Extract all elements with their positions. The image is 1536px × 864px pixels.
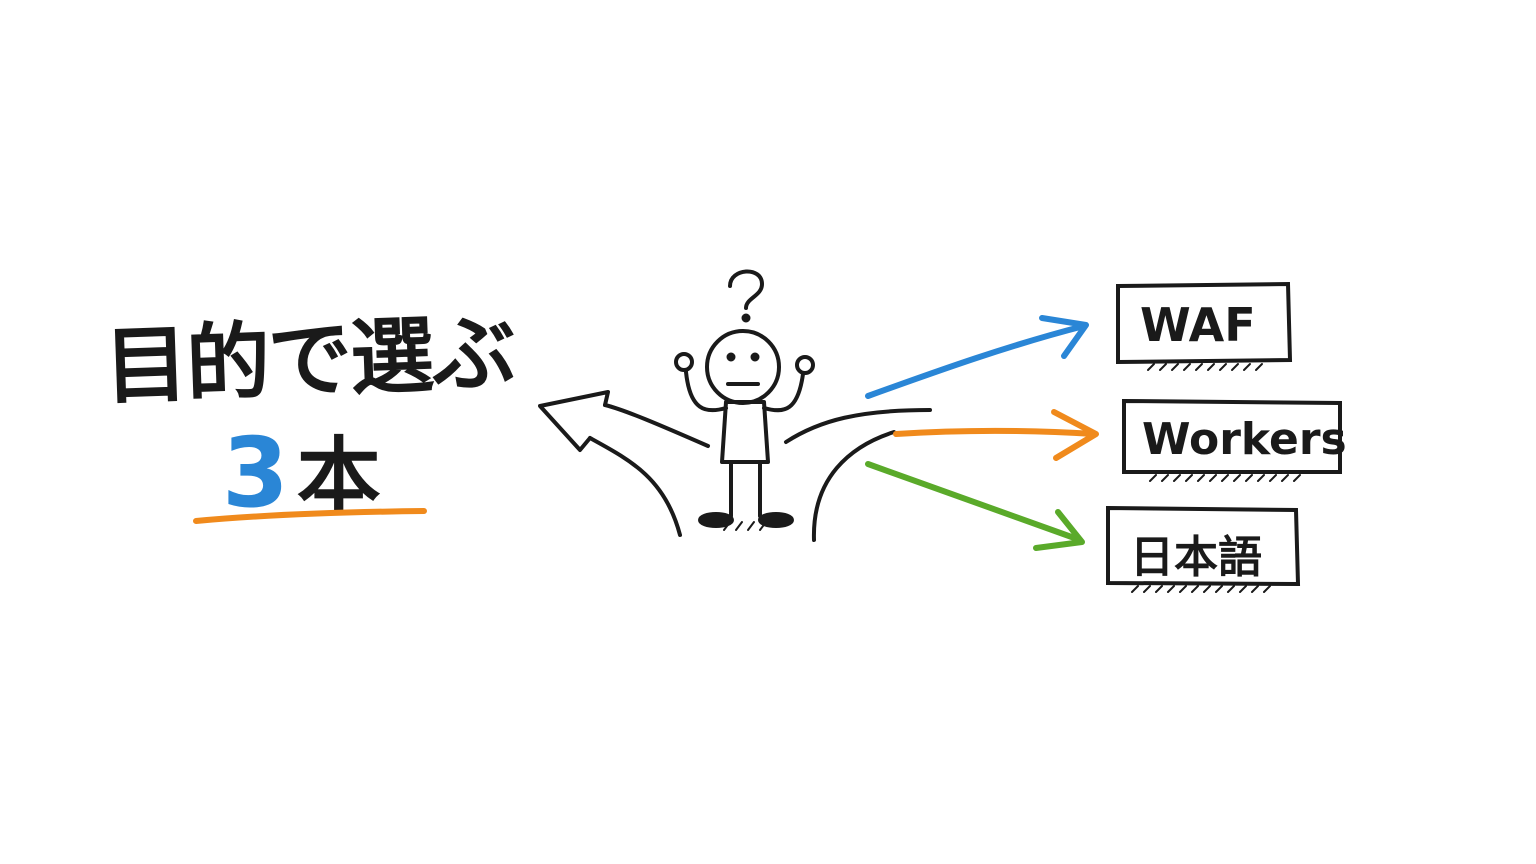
- option-label-workers: Workers: [1142, 414, 1347, 465]
- arrow-to-waf-icon: [865, 315, 1089, 399]
- option-box-workers: [1122, 398, 1342, 482]
- headline-underline: [193, 508, 427, 524]
- option-label-waf: WAF: [1140, 298, 1256, 352]
- arrow-to-nihongo-icon: [865, 461, 1085, 551]
- option-box-nihongo: [1106, 505, 1301, 593]
- option-box-waf: [1116, 281, 1293, 371]
- headline-number: 3: [222, 417, 289, 529]
- arrow-to-workers-icon: [893, 409, 1099, 461]
- right-road-icon: [784, 408, 932, 542]
- headline-count: 3本: [222, 410, 381, 531]
- left-road-arrow-icon: [538, 390, 710, 537]
- option-label-nihongo: 日本語: [1130, 532, 1262, 583]
- confused-stick-figure-icon: [674, 269, 815, 531]
